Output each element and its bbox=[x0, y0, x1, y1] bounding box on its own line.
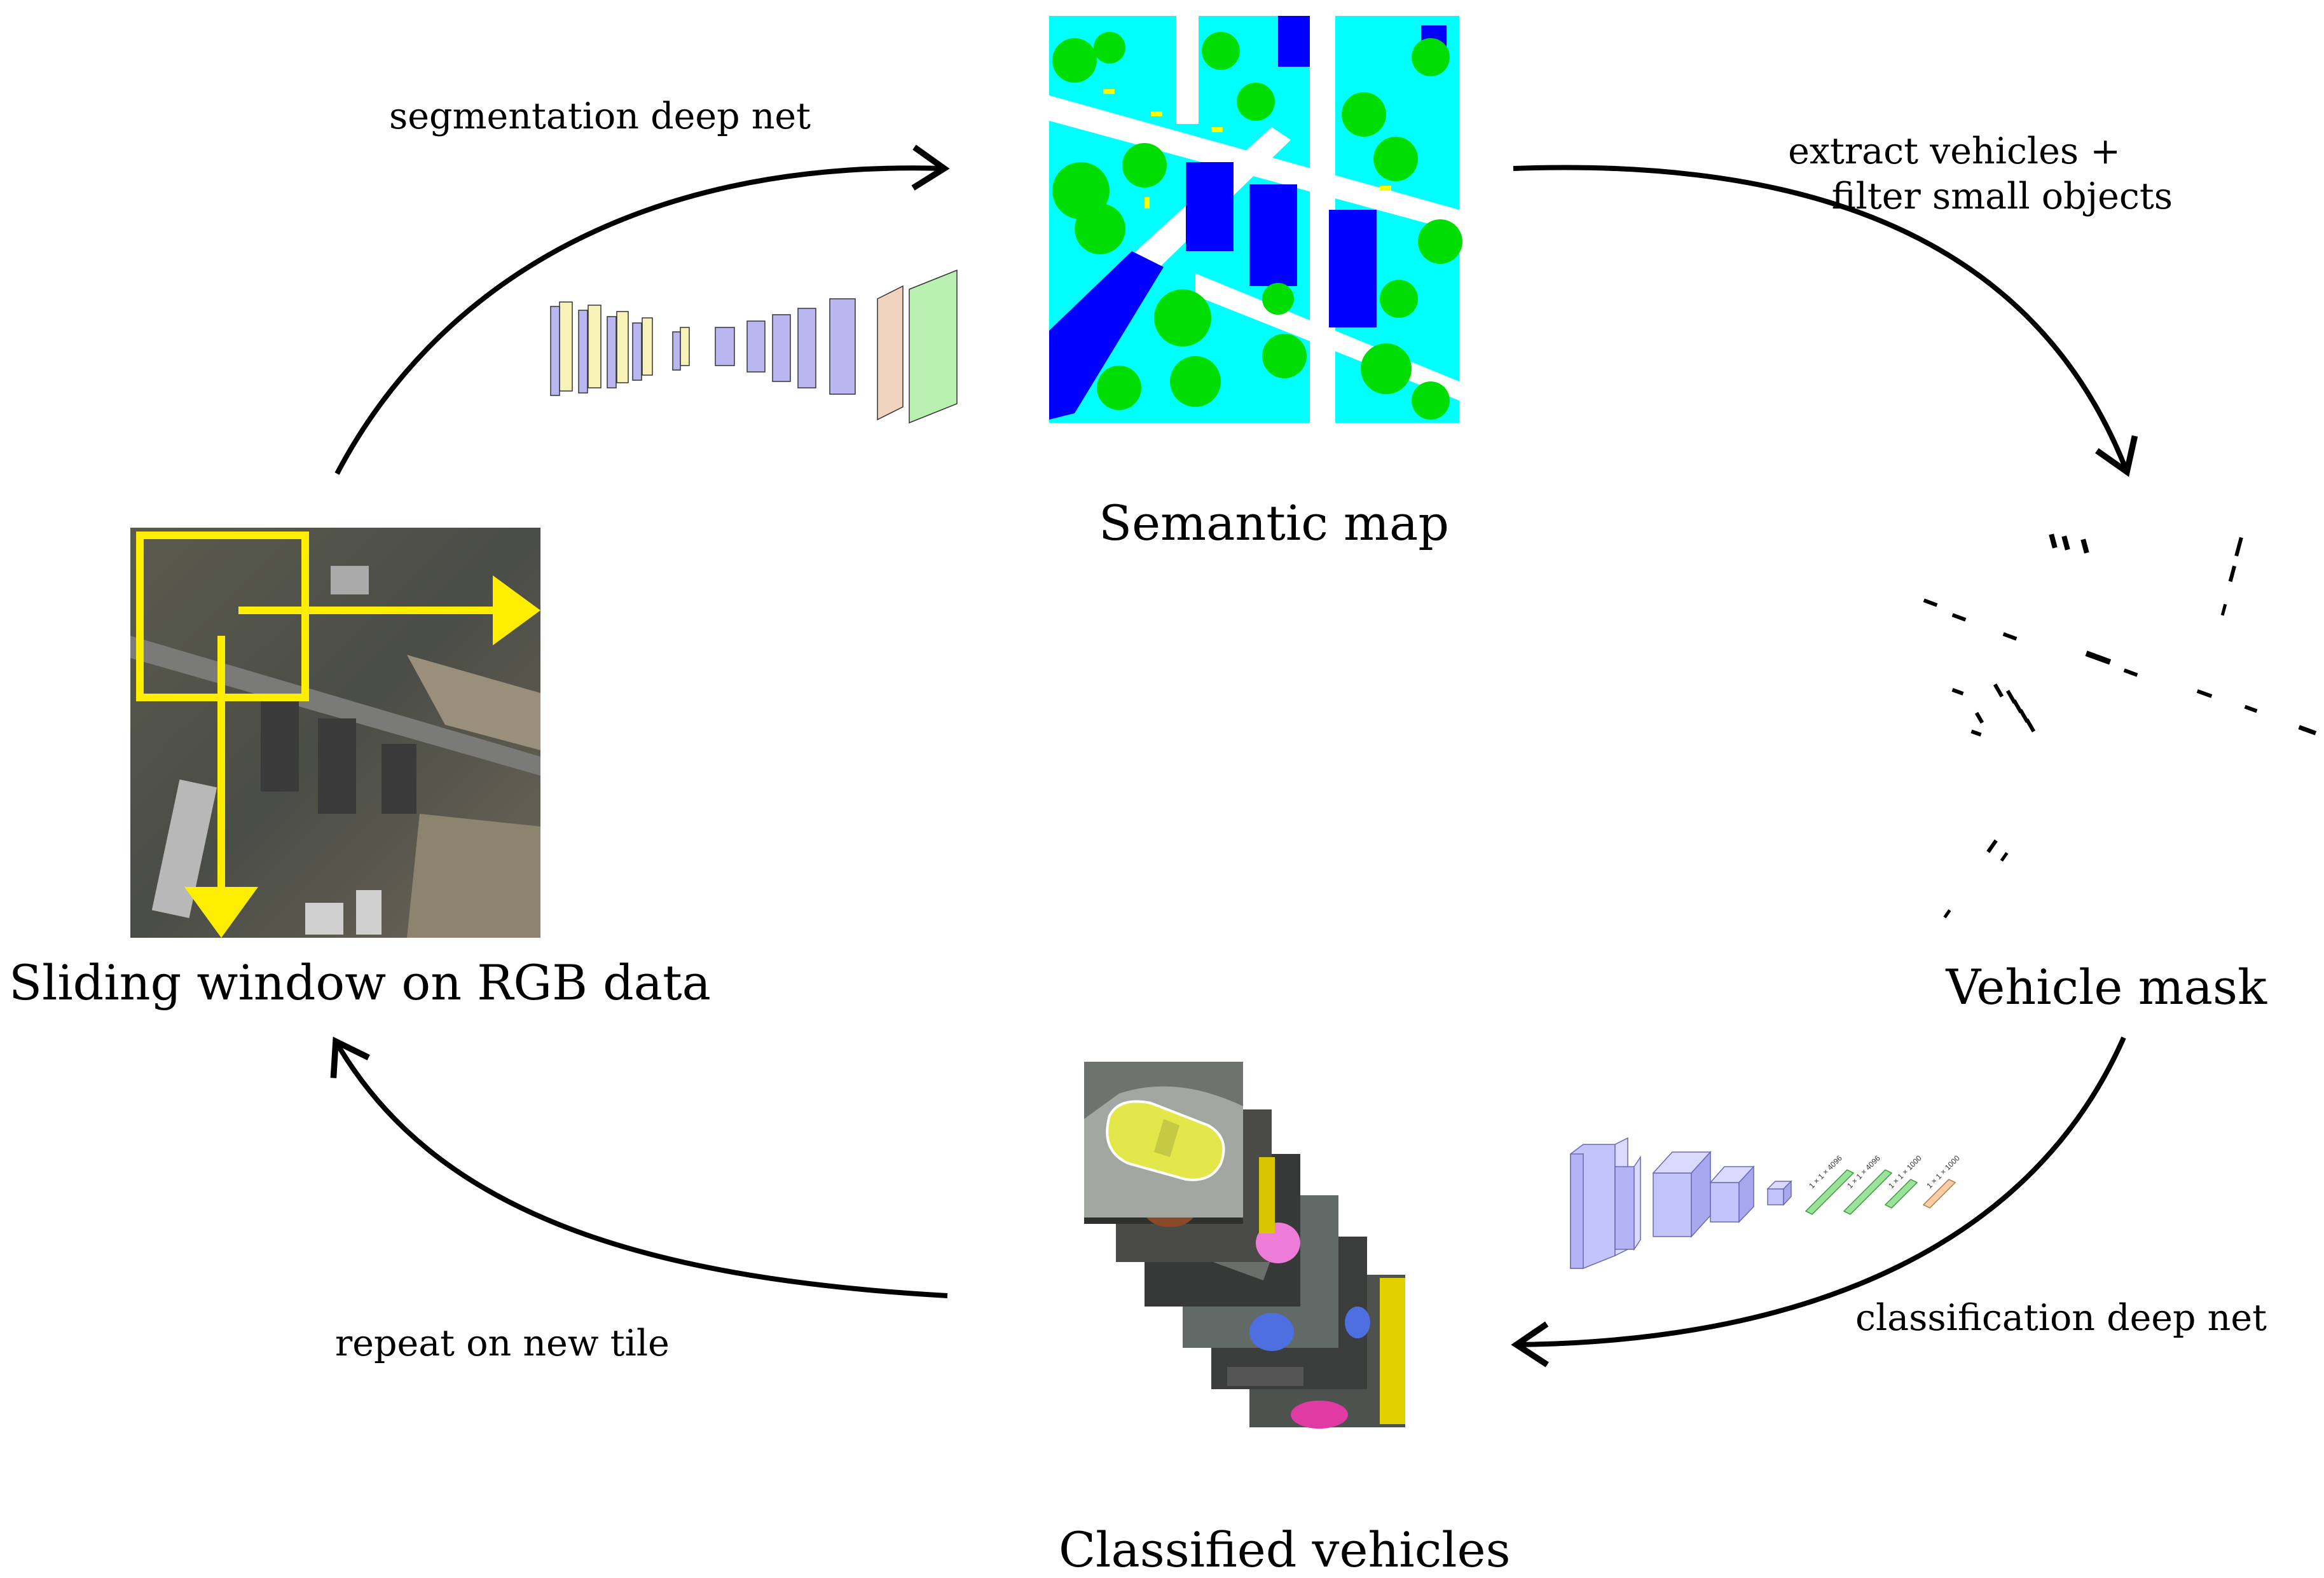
label-vehicle-mask: Vehicle mask bbox=[1946, 959, 2267, 1015]
label-classified-vehicles: Classified vehicles bbox=[1059, 1521, 1511, 1578]
classnet-icon bbox=[1570, 1137, 1792, 1269]
aerial-rgb-image bbox=[130, 528, 540, 938]
label-classification-deep-net: classification deep net bbox=[1855, 1297, 2267, 1339]
segnet-icon bbox=[550, 269, 958, 424]
label-sliding-window: Sliding window on RGB data bbox=[9, 954, 711, 1011]
arrow-repeat bbox=[330, 1036, 948, 1298]
label-extract-vehicles: extract vehicles + filter small objects bbox=[1788, 134, 2173, 215]
sliding-window-overlay bbox=[136, 532, 540, 938]
label-segmentation-deep-net: segmentation deep net bbox=[389, 95, 811, 137]
arrow-extract bbox=[1513, 165, 2138, 477]
label-repeat-on-new-tile: repeat on new tile bbox=[335, 1322, 670, 1364]
arrow-classification bbox=[1511, 1036, 2126, 1368]
classnet-fc-layers bbox=[1805, 1169, 1956, 1215]
label-extract-line2: filter small objects bbox=[1831, 175, 2173, 217]
vehicle-crop-main bbox=[1084, 1062, 1243, 1218]
vehicle-mask-image bbox=[1923, 533, 2317, 919]
arrow-segmentation bbox=[334, 144, 950, 475]
semantic-map-image bbox=[1049, 16, 1462, 423]
label-extract-line1: extract vehicles + bbox=[1788, 130, 2121, 172]
classified-vehicles-stack bbox=[1084, 1062, 1405, 1429]
label-semantic-map: Semantic map bbox=[1099, 495, 1449, 551]
